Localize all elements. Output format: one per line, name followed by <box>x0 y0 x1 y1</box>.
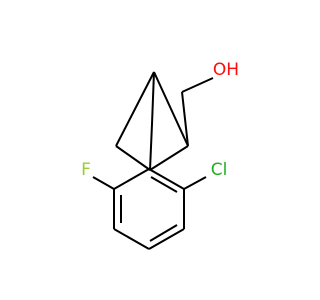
ring-bond-3 <box>113 228 150 250</box>
ring-bond-6 <box>148 168 185 190</box>
bond-bridgehead-bottom-to-right <box>149 145 189 171</box>
bond-ring-to-f <box>92 176 115 190</box>
atom-label-cl: Cl <box>211 160 228 180</box>
bond-bridgehead-top-to-bottom <box>151 71 155 125</box>
molecule-structure: OH F Cl <box>81 60 239 250</box>
ring-double-bond-bottom-right <box>149 224 178 242</box>
ring-double-bond-top-right <box>150 176 178 193</box>
atom-label-oh: OH <box>213 60 239 80</box>
bond-cage-to-ch2 <box>181 91 189 147</box>
ring-bond-4 <box>148 228 185 250</box>
bond-ch2-to-oh <box>181 77 214 93</box>
ring-bond-1 <box>113 168 150 190</box>
molecule-canvas: OH F Cl <box>81 60 240 250</box>
bond-bridgehead-top-to-right <box>153 71 189 147</box>
atom-label-f: F <box>81 160 91 180</box>
bond-bridge-bottom <box>149 123 153 171</box>
bond-ring-to-cl <box>183 176 207 190</box>
bond-bridgehead-top-to-left <box>115 71 155 147</box>
bond-bridgehead-bottom-to-left <box>115 145 151 171</box>
